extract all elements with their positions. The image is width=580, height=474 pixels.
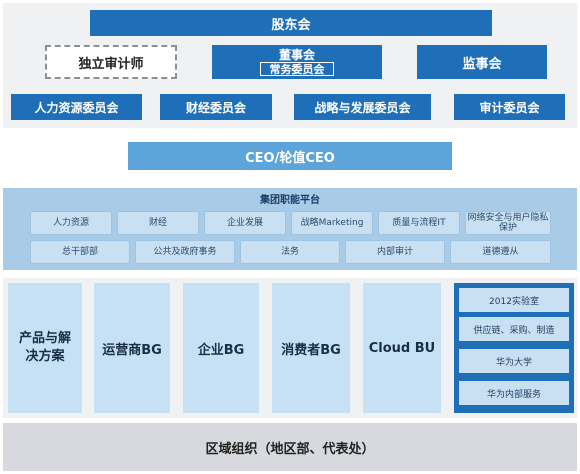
board-label: 董事会 [278, 47, 315, 62]
audit-committee-box: 审计委员会 [454, 94, 565, 120]
platform-item: 人力资源 [30, 211, 112, 235]
platform-item: 财经 [117, 211, 199, 235]
strategy-committee-box: 战略与发展委员会 [294, 94, 431, 120]
regional-organization-panel [3, 423, 577, 471]
support-item: 华为大学 [459, 349, 569, 373]
ceo-bar: CEO/轮值CEO [128, 142, 452, 170]
board-box: 董事会 常务委员会 [212, 45, 382, 79]
supervisory-board-box: 监事会 [417, 45, 547, 79]
standing-committee-label: 常务委员会 [260, 62, 334, 76]
regional-organization-label: 区域组织（地区部、代表处） [205, 441, 375, 457]
independent-auditor-box: 独立审计师 [45, 45, 177, 79]
shareholders-box: 股东会 [90, 10, 492, 36]
platform-item: 道德遵从 [450, 240, 551, 264]
bg-products-solutions: 产品与解决方案 [8, 283, 82, 413]
bg-carrier: 运营商BG [94, 283, 170, 413]
bg-enterprise: 企业BG [183, 283, 259, 413]
platform-title: 集团职能平台 [260, 194, 320, 206]
platform-item: 企业发展 [204, 211, 286, 235]
platform-item: 质量与流程IT [378, 211, 460, 235]
platform-item: 内部审计 [345, 240, 445, 264]
support-item: 供应链、采购、制造 [459, 317, 569, 341]
finance-committee-box: 财经委员会 [160, 94, 272, 120]
platform-item: 法务 [240, 240, 340, 264]
platform-item: 战略Marketing [291, 211, 373, 235]
platform-item: 公共及政府事务 [135, 240, 235, 264]
platform-item: 总干部部 [30, 240, 130, 264]
support-item: 华为内部服务 [459, 381, 569, 405]
support-item: 2012实验室 [459, 288, 569, 312]
platform-item: 网络安全与用户隐私保护 [465, 211, 551, 235]
hr-committee-box: 人力资源委员会 [11, 94, 142, 120]
bu-cloud: Cloud BU [363, 283, 441, 413]
bg-consumer: 消费者BG [272, 283, 350, 413]
